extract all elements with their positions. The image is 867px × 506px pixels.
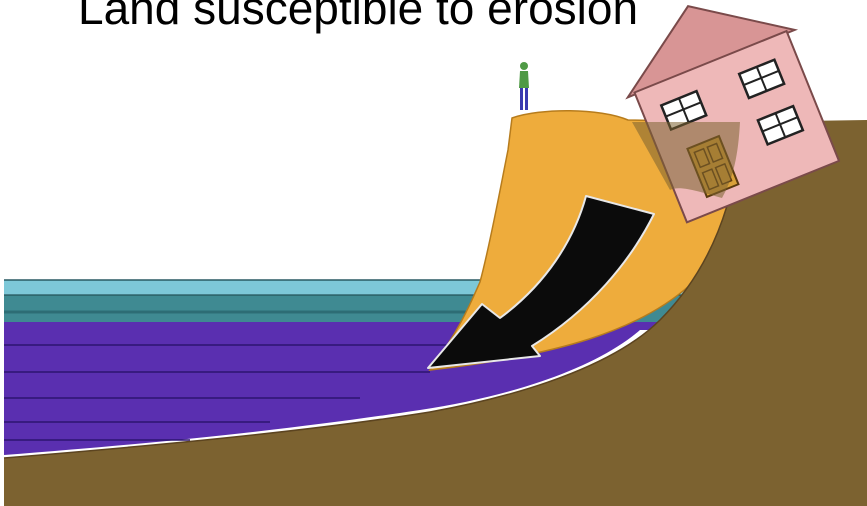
person-head: [520, 62, 528, 70]
person-leg-left: [520, 88, 523, 110]
person-torso: [519, 71, 529, 88]
diagram-title: Land susceptible to erosion: [78, 0, 638, 36]
person-leg-right: [525, 88, 528, 110]
